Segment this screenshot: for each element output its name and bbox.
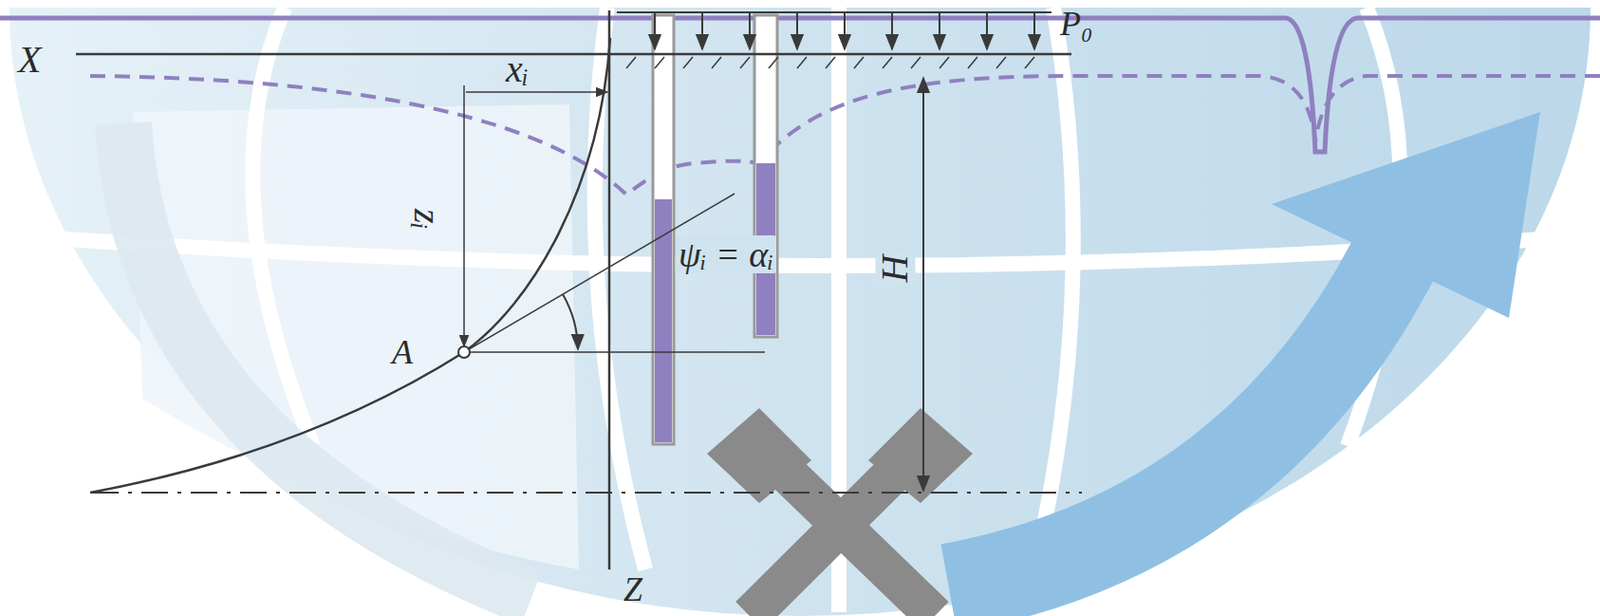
dimension-label: zᵢ bbox=[407, 205, 447, 233]
well bbox=[652, 15, 674, 445]
axis-label: X bbox=[15, 39, 44, 80]
watermark-arrow bbox=[123, 123, 532, 598]
angle-label: ψᵢ = αᵢ bbox=[675, 235, 777, 274]
watermark-arrowhead bbox=[1271, 111, 1541, 318]
axis-label: Z bbox=[620, 571, 646, 608]
drawing-lines bbox=[75, 10, 1082, 570]
hammer-emblem bbox=[706, 408, 973, 616]
dimension-label: xᵢ bbox=[502, 49, 532, 90]
globe-watermark bbox=[9, 7, 1591, 616]
well bbox=[754, 15, 778, 337]
globe-grid bbox=[37, 7, 1566, 613]
depression-curve bbox=[90, 75, 1600, 195]
watermark-arrow bbox=[948, 237, 1405, 589]
water-level-line bbox=[0, 18, 1600, 152]
point-label: A bbox=[389, 334, 416, 371]
point-a bbox=[458, 346, 470, 358]
load-label: P₀ bbox=[1057, 5, 1097, 42]
dimension-label: H bbox=[874, 252, 915, 286]
